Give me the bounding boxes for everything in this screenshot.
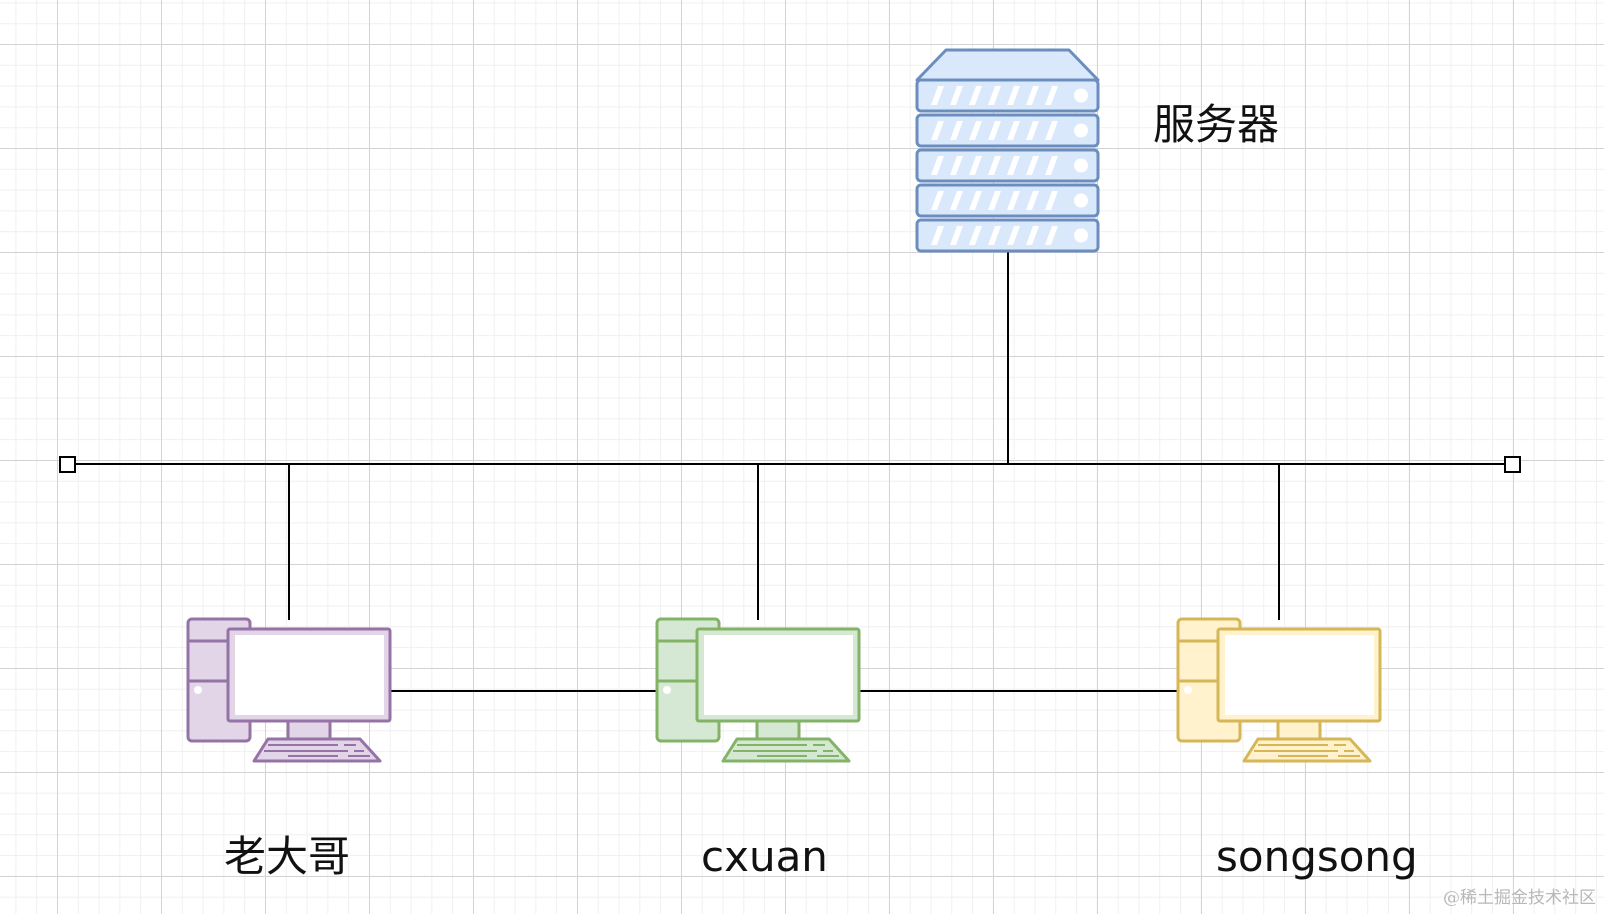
vent-slot	[931, 121, 944, 140]
desktop-computer-icon[interactable]	[655, 617, 861, 763]
vent-slot	[1026, 121, 1039, 140]
status-light	[1074, 123, 1088, 138]
bus-endpoint-right-handle[interactable]	[1504, 456, 1521, 473]
vent-slot	[1007, 226, 1020, 245]
vent-slot	[988, 226, 1001, 245]
monitor-stand	[755, 719, 801, 741]
vent-slot	[950, 191, 963, 210]
pc-1-label: 老大哥	[224, 832, 351, 881]
server-top-cap	[915, 48, 1100, 82]
vent-slot	[1045, 86, 1058, 105]
vent-slot	[950, 121, 963, 140]
vent-slot	[950, 156, 963, 175]
monitor-screen	[1225, 635, 1374, 715]
status-light	[1074, 193, 1088, 208]
vent-slot	[1026, 156, 1039, 175]
server-unit	[915, 78, 1100, 113]
pc-3-label: songsong	[1216, 832, 1418, 881]
monitor-screen	[235, 635, 384, 715]
vent-slot	[1045, 121, 1058, 140]
vent-slot	[1045, 156, 1058, 175]
power-light	[1184, 686, 1192, 694]
vent-slot	[969, 121, 982, 140]
vent-slot	[1045, 191, 1058, 210]
vent-slot	[969, 226, 982, 245]
vent-slot	[1007, 121, 1020, 140]
server-unit	[915, 218, 1100, 253]
vent-slot	[950, 226, 963, 245]
vent-slot	[969, 191, 982, 210]
vent-slot	[1007, 86, 1020, 105]
power-light	[663, 686, 671, 694]
vent-slot	[931, 86, 944, 105]
vent-slot	[931, 156, 944, 175]
vent-slot	[988, 156, 1001, 175]
vent-slot	[988, 121, 1001, 140]
vent-slot	[950, 86, 963, 105]
pc-2-label: cxuan	[701, 832, 828, 881]
power-light	[194, 686, 202, 694]
status-light	[1074, 88, 1088, 103]
connection-lines	[74, 252, 1506, 692]
vent-slot	[969, 86, 982, 105]
vent-slot	[931, 191, 944, 210]
vent-slot	[988, 191, 1001, 210]
bus-endpoint-left-handle[interactable]	[59, 456, 76, 473]
vent-slot	[1026, 226, 1039, 245]
server-unit	[915, 183, 1100, 218]
vent-slot	[1026, 86, 1039, 105]
desktop-computer-icon[interactable]	[1176, 617, 1382, 763]
vent-slot	[931, 226, 944, 245]
vent-slot	[988, 86, 1001, 105]
vent-slot	[1007, 156, 1020, 175]
vent-slot	[1026, 191, 1039, 210]
server-unit	[915, 148, 1100, 183]
watermark-text: @稀土掘金技术社区	[1443, 888, 1596, 908]
server-label: 服务器	[1153, 100, 1280, 149]
monitor-screen	[704, 635, 853, 715]
monitor-stand	[286, 719, 332, 741]
vent-slot	[1007, 191, 1020, 210]
vent-slot	[969, 156, 982, 175]
status-light	[1074, 158, 1088, 173]
desktop-computer-icon[interactable]	[186, 617, 392, 763]
status-light	[1074, 228, 1088, 243]
server-unit	[915, 113, 1100, 148]
monitor-stand	[1276, 719, 1322, 741]
server-icon[interactable]	[915, 48, 1100, 253]
vent-slot	[1045, 226, 1058, 245]
